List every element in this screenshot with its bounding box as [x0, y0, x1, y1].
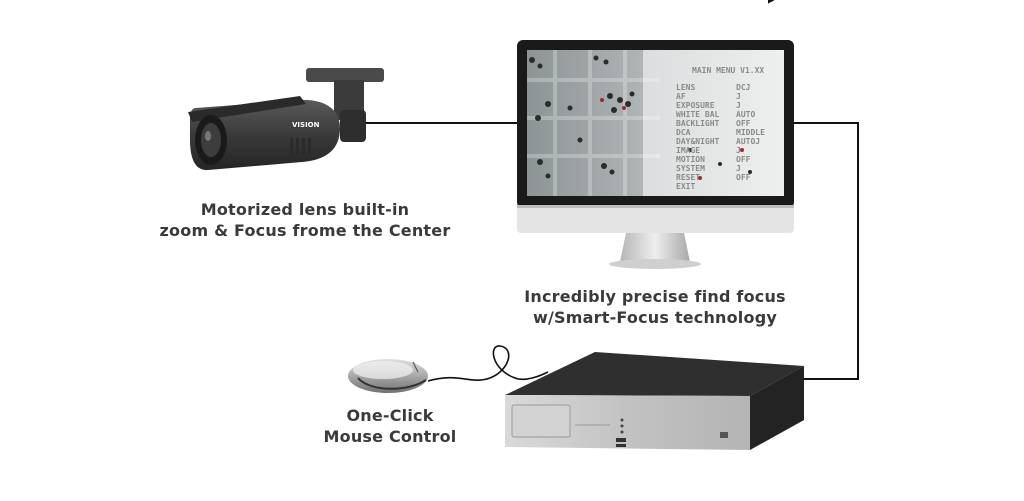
- camera-caption: Motorized lens built-in zoom & Focus fro…: [150, 199, 460, 241]
- monitor-caption-line1: Incredibly precise find focus: [524, 287, 786, 306]
- bullet-camera: VISION: [188, 68, 384, 171]
- nvr-recorder: [505, 0, 804, 450]
- osd-menu: MAIN MENU V1.XX LENS DCJ AF J EXPOSURE J WHITE…: [676, 66, 765, 191]
- osd-row-value: J: [736, 92, 741, 101]
- nvr-top: [505, 352, 804, 396]
- osd-row-label: DCA: [676, 128, 691, 137]
- monitor: MAIN MENU V1.XX LENS DCJ AF J EXPOSURE J WHITE…: [517, 40, 794, 269]
- nvr-right-side: [750, 366, 804, 450]
- osd-row-value: J: [736, 101, 741, 110]
- osd-row-value: J: [736, 164, 741, 173]
- osd-row-label: IMAGE: [676, 146, 700, 155]
- camera-brand-label: VISION: [292, 121, 320, 129]
- osd-row-label: EXIT: [676, 182, 695, 191]
- osd-row-label: LENS: [676, 83, 695, 92]
- osd-row-value: OFF: [736, 155, 751, 164]
- mouse-caption-line2: Mouse Control: [323, 427, 457, 446]
- mouse-caption: One-Click Mouse Control: [295, 405, 485, 447]
- connector-lines: [366, 122, 859, 382]
- monitor-stand: [620, 233, 690, 262]
- osd-row-label: WHITE BAL: [676, 110, 720, 119]
- nvr-usb-port: [616, 438, 626, 442]
- camera-caption-line1: Motorized lens built-in: [200, 200, 410, 219]
- monitor-caption-line2: w/Smart-Focus technology: [533, 308, 777, 327]
- osd-row-value: DCJ: [736, 83, 750, 92]
- osd-row-value: AUTO: [736, 110, 755, 119]
- osd-row-label: BACKLIGHT: [676, 119, 720, 128]
- osd-row-label: RESET: [676, 173, 700, 182]
- monitor-caption: Incredibly precise find focus w/Smart-Fo…: [490, 286, 820, 328]
- nvr-drive-bay: [511, 404, 571, 438]
- osd-row-value: J: [736, 146, 741, 155]
- osd-row-label: AF: [676, 92, 686, 101]
- osd-row-label: DAY&NIGHT: [676, 137, 720, 146]
- mouse: [348, 359, 428, 393]
- osd-row-value: AUTOJ: [736, 137, 760, 146]
- monitor-chin: [517, 205, 794, 233]
- mouse-caption-line1: One-Click: [346, 406, 434, 425]
- osd-row-value: OFF: [736, 173, 751, 182]
- osd-menu-title: MAIN MENU V1.XX: [692, 66, 764, 75]
- monitor-screen: MAIN MENU V1.XX LENS DCJ AF J EXPOSURE J WHITE…: [527, 50, 784, 196]
- osd-row-value: OFF: [736, 119, 751, 128]
- monitor-to-nvr-line: [794, 122, 859, 380]
- osd-row-label: SYSTEM: [676, 164, 705, 173]
- osd-row-label: EXPOSURE: [676, 101, 715, 110]
- osd-row-value: MIDDLE: [736, 128, 765, 137]
- monitor-stand-base: [609, 259, 701, 269]
- osd-row-label: MOTION: [676, 155, 705, 164]
- camera-mount-plate: [306, 68, 384, 82]
- mouse-cable: [427, 345, 549, 382]
- camera-caption-line2: zoom & Focus frome the Center: [159, 221, 451, 240]
- nvr-indicator-leds: [620, 418, 624, 434]
